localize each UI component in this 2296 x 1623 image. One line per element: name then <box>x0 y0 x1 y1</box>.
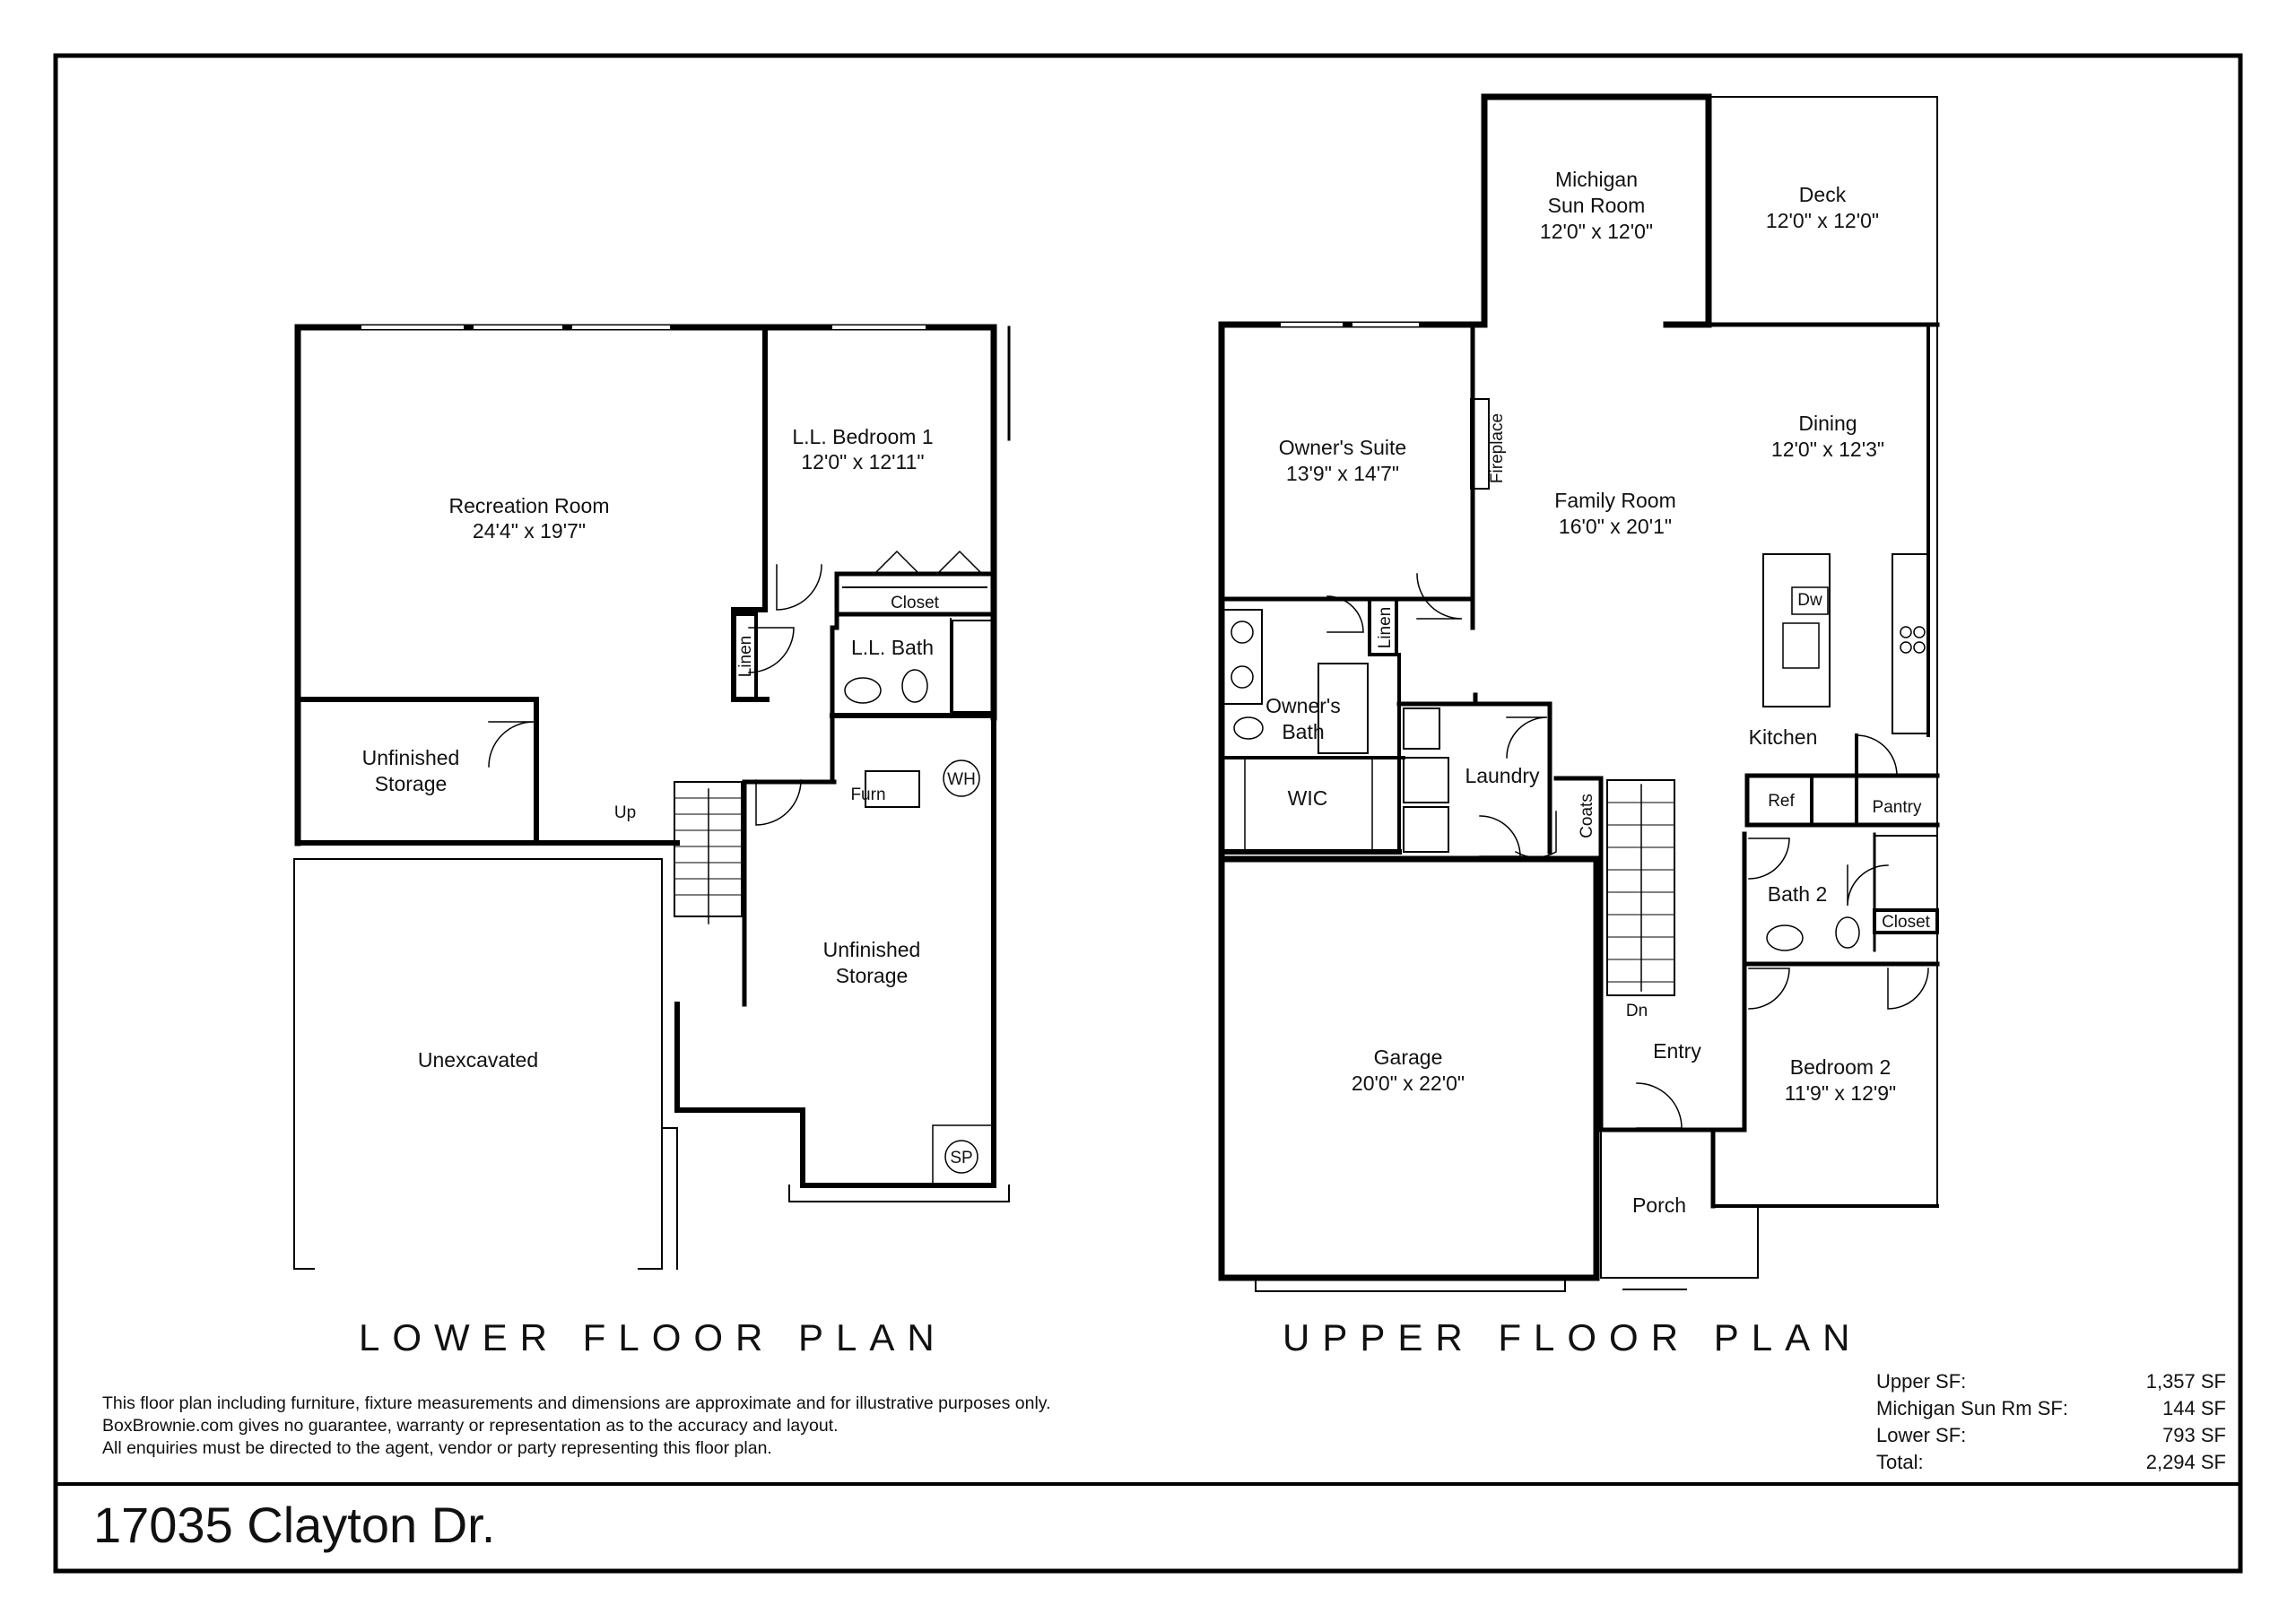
sf-value: 1,357 SF <box>2145 1370 2226 1393</box>
stair-up-label: Up <box>614 803 636 822</box>
sump-pump-label: SP <box>950 1149 972 1167</box>
lower-floor-plan <box>293 324 1011 1270</box>
bedroom-2-dims: 11'9" x 12'9" <box>1785 1081 1896 1105</box>
sunroom-line2: Sun Room <box>1548 194 1646 217</box>
dining-label: Dining <box>1798 412 1857 435</box>
ll-linen-label: Linen <box>736 636 755 678</box>
stair-down-label: Dn <box>1626 1002 1648 1020</box>
upper-closet-label: Closet <box>1882 913 1931 932</box>
sf-value: 144 SF <box>2162 1397 2226 1419</box>
upper-linen-label: Linen <box>1376 607 1395 649</box>
square-footage-table: Upper SF: 1,357 SF Michigan Sun Rm SF: 1… <box>1876 1368 2226 1476</box>
recreation-room-dims: 24'4" x 19'7" <box>473 519 586 542</box>
owners-suite-label: Owner's Suite <box>1279 436 1406 459</box>
sf-label: Upper SF: <box>1876 1370 1967 1393</box>
owners-bath-line2: Bath <box>1282 720 1324 743</box>
coats-label: Coats <box>1578 794 1596 838</box>
ll-bath-label: L.L. Bath <box>851 636 934 659</box>
sunroom-line1: Michigan <box>1555 168 1638 191</box>
sunroom-dims: 12'0" x 12'0" <box>1540 220 1653 243</box>
storage-small-line2: Storage <box>375 772 448 795</box>
unexcavated-label: Unexcavated <box>418 1048 538 1072</box>
disclaimer-line: This floor plan including furniture, fix… <box>102 1393 1051 1413</box>
sf-label: Total: <box>1876 1451 1924 1473</box>
storage-small-line1: Unfinished <box>362 746 460 769</box>
sf-row: Upper SF: 1,357 SF <box>1876 1368 2226 1395</box>
owners-bath-line1: Owner's <box>1265 694 1341 717</box>
upper-floor-plan-title: UPPER FLOOR PLAN <box>1283 1316 1863 1358</box>
bedroom-2-label: Bedroom 2 <box>1790 1055 1892 1079</box>
entry-label: Entry <box>1653 1039 1701 1063</box>
water-heater-label: WH <box>947 770 976 789</box>
furnace-label: Furn <box>850 785 885 804</box>
sf-row: Total: 2,294 SF <box>1876 1449 2226 1476</box>
dining-dims: 12'0" x 12'3" <box>1771 438 1884 461</box>
disclaimer: This floor plan including furniture, fix… <box>102 1393 1223 1460</box>
sf-label: Lower SF: <box>1876 1424 1967 1446</box>
upper-floor-plan <box>1218 93 1940 1292</box>
disclaimer-line: All enquiries must be directed to the ag… <box>102 1438 772 1458</box>
lower-floor-plan-title: LOWER FLOOR PLAN <box>359 1316 947 1358</box>
disclaimer-line: BoxBrownie.com gives no guarantee, warra… <box>102 1416 839 1436</box>
family-room-label: Family Room <box>1554 489 1675 512</box>
laundry-label: Laundry <box>1465 764 1540 787</box>
sheet-border <box>53 53 2243 1574</box>
sf-row: Michigan Sun Rm SF: 144 SF <box>1876 1395 2226 1422</box>
deck-dims: 12'0" x 12'0" <box>1766 209 1879 232</box>
sf-value: 2,294 SF <box>2145 1451 2226 1473</box>
property-address: 17035 Clayton Dr. <box>93 1497 496 1553</box>
fireplace-label: Fireplace <box>1488 413 1507 483</box>
ref-label: Ref <box>1768 792 1795 811</box>
bath-2-label: Bath 2 <box>1768 882 1828 906</box>
recreation-room-label: Recreation Room <box>449 494 610 517</box>
deck-label: Deck <box>1799 183 1847 206</box>
dishwasher-label: Dw <box>1797 591 1822 610</box>
owners-suite-dims: 13'9" x 14'7" <box>1286 462 1399 485</box>
sf-row: Lower SF: 793 SF <box>1876 1422 2226 1449</box>
kitchen-label: Kitchen <box>1749 725 1818 749</box>
ll-bedroom-1-label: L.L. Bedroom 1 <box>792 425 933 448</box>
pantry-label: Pantry <box>1873 798 1922 817</box>
ll-closet-label: Closet <box>891 594 940 612</box>
garage-label: Garage <box>1374 1046 1443 1069</box>
storage-large-line1: Unfinished <box>823 938 921 961</box>
family-room-dims: 16'0" x 20'1" <box>1559 515 1672 538</box>
wic-label: WIC <box>1288 786 1328 810</box>
garage-dims: 20'0" x 22'0" <box>1352 1072 1465 1095</box>
porch-label: Porch <box>1632 1193 1686 1217</box>
sf-label: Michigan Sun Rm SF: <box>1876 1397 2068 1419</box>
ll-bedroom-1-dims: 12'0" x 12'11" <box>801 450 924 473</box>
sf-value: 793 SF <box>2162 1424 2226 1446</box>
storage-large-line2: Storage <box>836 964 909 987</box>
